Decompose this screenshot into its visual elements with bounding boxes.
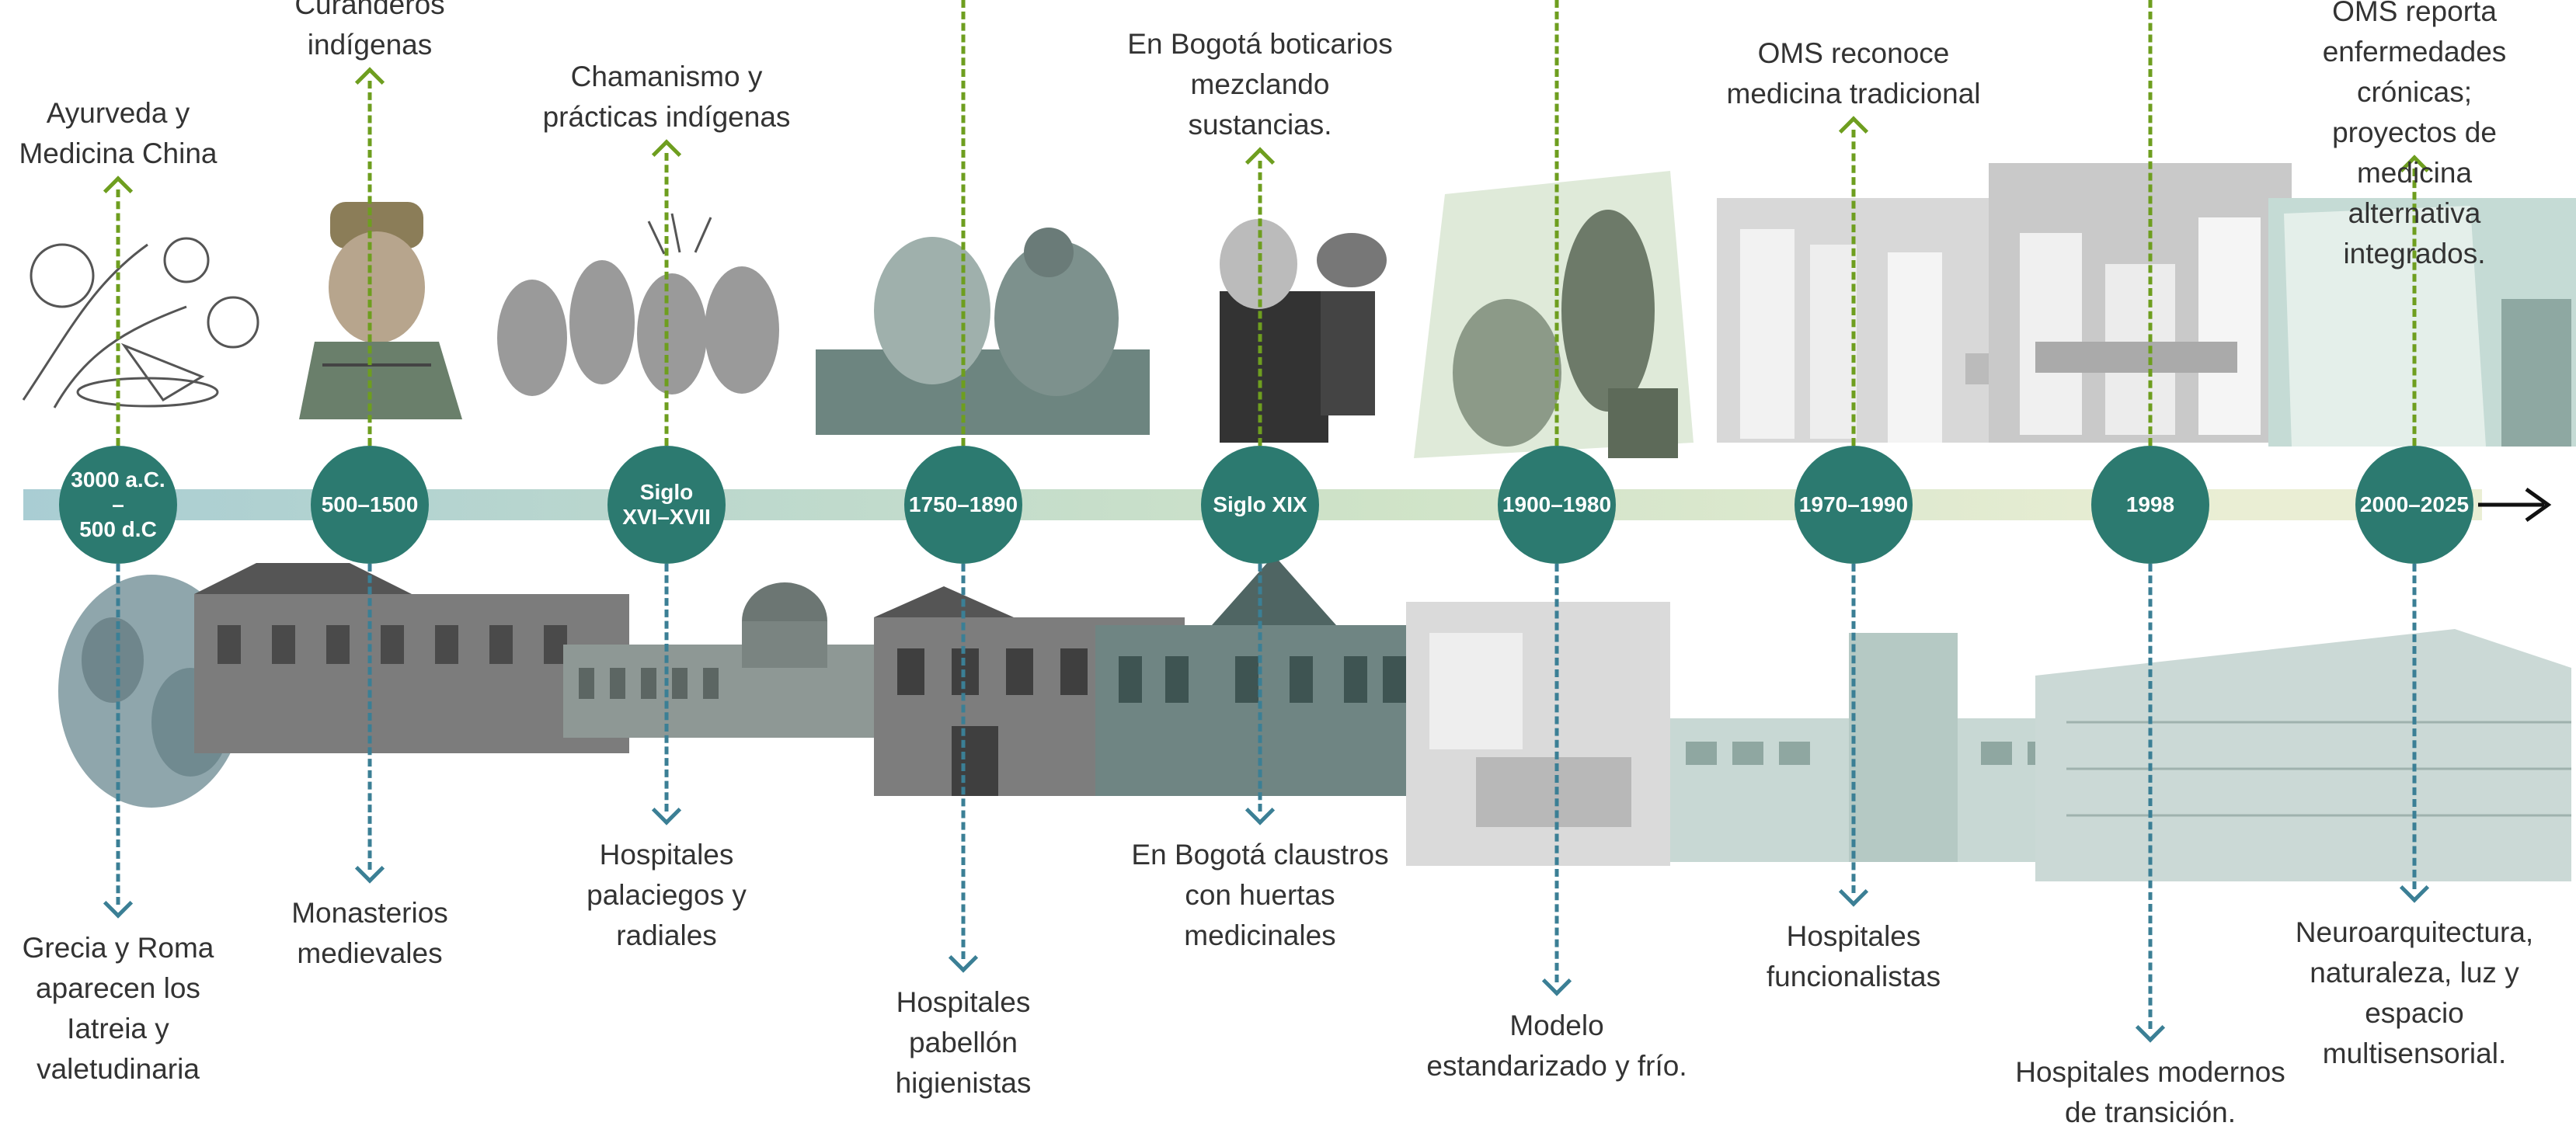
- period-node: 3000 a.C. – 500 d.C: [59, 446, 177, 564]
- event-above-label: OMS reporta enfermedades crónicas; proye…: [2322, 0, 2507, 269]
- standard-hospital-room: [1406, 602, 1670, 866]
- event-below-label: Neuroarquitectura, naturaleza, luz y esp…: [2295, 916, 2534, 1069]
- upper-connector: [2412, 169, 2417, 446]
- lower-connector: [1258, 564, 1262, 812]
- event-below-label: Monasterios medievales: [291, 897, 448, 969]
- lower-connector: [1851, 564, 1856, 893]
- herbs-illustration: [22, 237, 259, 408]
- event-above-label: En Bogotá boticarios mezclando sustancia…: [1127, 28, 1393, 141]
- lower-connector: [2412, 564, 2417, 889]
- lower-connector: [1554, 564, 1559, 982]
- event-below-label: Hospitales palaciegos y radiales: [587, 839, 747, 951]
- event-below-label: En Bogotá claustros con huertas medicina…: [1131, 839, 1389, 951]
- upper-connector: [1851, 130, 1856, 446]
- event-below-label: Hospitales funcionalistas: [1766, 920, 1941, 992]
- period-node: 1750–1890: [904, 446, 1022, 564]
- upper-connector: [961, 0, 966, 446]
- curtained-ward-photo: [2268, 198, 2576, 447]
- period-node: 2000–2025: [2355, 446, 2473, 564]
- lower-connector: [664, 564, 669, 812]
- period-node: Siglo XIX: [1201, 446, 1319, 564]
- surgeons-operating-photo: [1989, 163, 2292, 443]
- upper-connector: [367, 81, 372, 446]
- doctor-patient-sketch: [1414, 171, 1694, 458]
- modern-glass-hospital: [2035, 629, 2571, 881]
- indigenous-healer-portrait: [299, 202, 462, 419]
- timeline-arrowhead: [2525, 487, 2552, 523]
- lower-connector: [961, 564, 966, 959]
- monastery-building: [194, 563, 629, 753]
- upper-connector: [116, 189, 120, 446]
- event-below-label: Grecia y Roma aparecen los Iatreia y val…: [22, 932, 214, 1085]
- bathhouse-engraving: [816, 228, 1150, 435]
- event-above-label: Curanderos indígenas: [294, 0, 445, 61]
- event-above-label: OMS reconoce medicina tradicional: [1726, 37, 1981, 109]
- lower-connector: [2148, 564, 2153, 1029]
- period-node: 1900–1980: [1498, 446, 1616, 564]
- event-below-label: Modelo estandarizado y frío.: [1426, 1010, 1687, 1082]
- apothecary-engraving: [1220, 219, 1387, 443]
- event-above-label: Ayurveda y Medicina China: [19, 97, 218, 169]
- upper-connector: [1554, 0, 1559, 446]
- palace-hospital-domes: [563, 582, 874, 738]
- lower-connector: [116, 564, 120, 905]
- shaman-ritual-engraving: [497, 213, 779, 396]
- event-below-label: Hospitales pabellón higienistas: [895, 986, 1032, 1099]
- period-node: Siglo XVI–XVII: [607, 446, 726, 564]
- period-node: 1998: [2091, 446, 2209, 564]
- event-below-label: Hospitales modernos de transición.: [2015, 1056, 2285, 1128]
- period-node: 1970–1990: [1794, 446, 1913, 564]
- lower-connector: [367, 564, 372, 870]
- upper-connector: [1258, 161, 1262, 446]
- upper-connector: [664, 153, 669, 446]
- upper-connector: [2148, 0, 2153, 446]
- event-above-label: Chamanismo y prácticas indígenas: [542, 61, 791, 133]
- period-node: 500–1500: [311, 446, 429, 564]
